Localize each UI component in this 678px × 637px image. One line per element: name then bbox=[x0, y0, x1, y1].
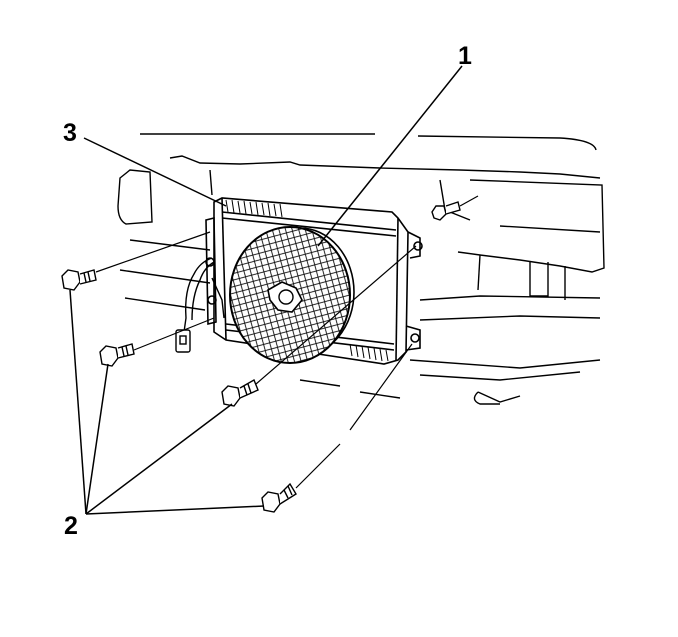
leader-2b bbox=[85, 363, 109, 515]
vehicle-body-background bbox=[117, 133, 605, 405]
callout-3-label: 3 bbox=[63, 119, 77, 147]
bolt-center bbox=[221, 378, 259, 407]
leader-3 bbox=[83, 137, 227, 207]
bolt-middle-left bbox=[99, 343, 135, 367]
fan-hub bbox=[267, 281, 303, 313]
leader-2a bbox=[69, 289, 87, 515]
bolt-alignment-lines bbox=[95, 195, 479, 489]
leader-2c bbox=[85, 403, 233, 515]
bolt-upper-right bbox=[431, 201, 461, 221]
callout-leader-lines bbox=[69, 65, 463, 515]
bolt-upper-left bbox=[61, 269, 97, 291]
cooling-fan-assembly bbox=[229, 226, 355, 364]
leader-1 bbox=[317, 65, 463, 247]
wiring-harness bbox=[183, 257, 225, 333]
callout-2-label: 2 bbox=[64, 512, 78, 540]
electrical-connector bbox=[175, 329, 191, 353]
callout-1-label: 1 bbox=[458, 42, 472, 70]
bolt-lower bbox=[261, 482, 297, 513]
leader-2d bbox=[85, 505, 265, 515]
